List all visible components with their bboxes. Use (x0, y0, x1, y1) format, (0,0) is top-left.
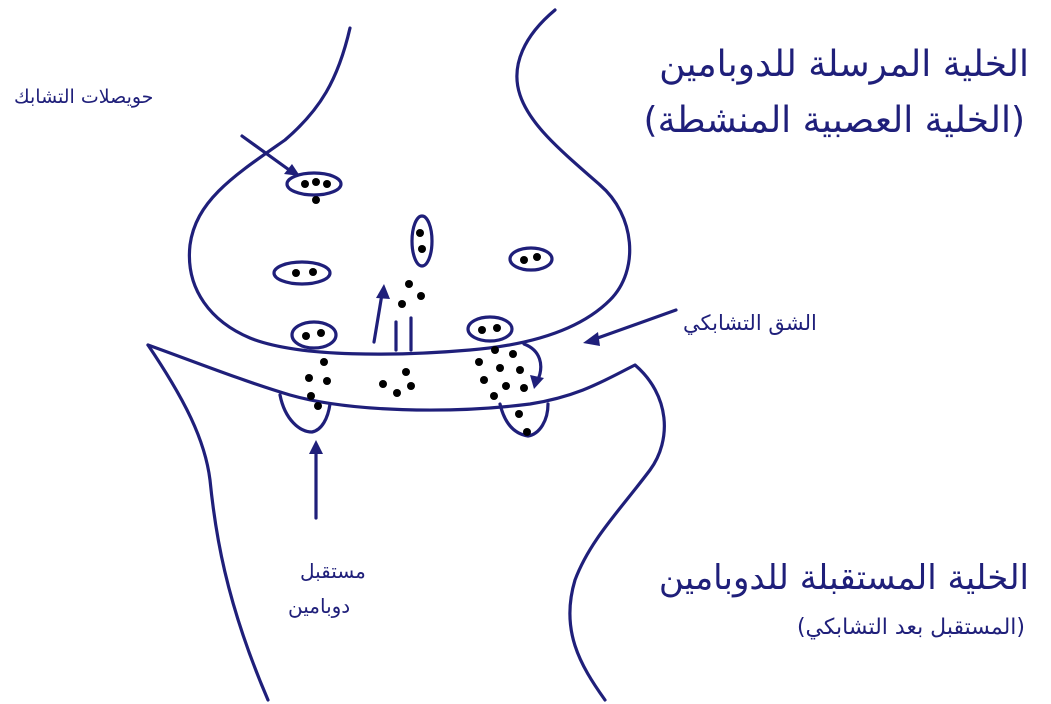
synaptic-cleft-label: الشق التشابكي (683, 311, 817, 335)
neurotransmitter-dot (302, 332, 310, 340)
neurotransmitter-dot (312, 196, 320, 204)
receptor-label-line2: دوبامين (288, 594, 350, 618)
neurotransmitter-dot (502, 382, 510, 390)
neurotransmitter-dot (305, 374, 313, 382)
postsynaptic-membrane (148, 345, 664, 700)
neurotransmitter-dot (323, 377, 331, 385)
presynaptic-title: الخلية المرسلة للدوبامين (659, 44, 1029, 85)
postsynaptic-membrane-left (148, 345, 268, 700)
synaptic-vesicle (292, 322, 336, 348)
arrow-reuptake (374, 294, 382, 342)
neurotransmitter-dot (307, 392, 315, 400)
neurotransmitter-dot (393, 389, 401, 397)
neurotransmitter-dot (520, 384, 528, 392)
neurotransmitter-dot (509, 350, 517, 358)
arrow-head-curved (530, 375, 544, 389)
neurotransmitter-dot (301, 180, 309, 188)
neurotransmitter-dot (533, 253, 541, 261)
neurotransmitter-dot (475, 358, 483, 366)
neurotransmitter-dot (398, 300, 406, 308)
neurotransmitter-dot (520, 256, 528, 264)
neurotransmitter-dot (515, 410, 523, 418)
neurotransmitter-dot (314, 402, 322, 410)
arrow-head-reuptake (376, 284, 390, 299)
arrow-cleft (592, 310, 676, 340)
postsynaptic-title: الخلية المستقبلة للدوبامين (659, 558, 1029, 598)
neurotransmitter-dot (417, 292, 425, 300)
neurotransmitter-dot (418, 245, 426, 253)
neurotransmitter-dot (416, 229, 424, 237)
vesicles-label: حويصلات التشابك (14, 86, 153, 108)
neurotransmitter-dot (323, 180, 331, 188)
neurotransmitter-dot (496, 364, 504, 372)
neurotransmitter-dot (292, 269, 300, 277)
neurotransmitter-dot (523, 428, 531, 436)
arrow-head-cleft (583, 332, 600, 346)
neurotransmitter-dot (490, 392, 498, 400)
neurotransmitter-dot (480, 376, 488, 384)
neurotransmitter-dot (317, 329, 325, 337)
neurotransmitter-dot (320, 358, 328, 366)
presynaptic-membrane (189, 10, 629, 354)
receptor-label-line1: مستقبل (300, 559, 366, 583)
neurotransmitter-dot (491, 346, 499, 354)
synaptic-vesicle (412, 216, 432, 266)
neurotransmitter-dot (407, 382, 415, 390)
presynaptic-subtitle: (الخلية العصبية المنشطة) (644, 100, 1025, 141)
receptor-pocket-left (280, 395, 330, 432)
neurotransmitter-dot (478, 326, 486, 334)
neurotransmitter-dot (309, 268, 317, 276)
arrow-head-receptor (309, 440, 323, 454)
neurotransmitter-dot (493, 324, 501, 332)
neurotransmitter-dot (402, 368, 410, 376)
synaptic-vesicle (468, 317, 512, 341)
arrow-head-vesicles (284, 164, 300, 176)
synaptic-vesicle (274, 262, 330, 284)
neurotransmitter-dot (516, 366, 524, 374)
synaptic-vesicle (510, 248, 552, 270)
neurotransmitter-dot (312, 178, 320, 186)
neurotransmitter-dot (405, 280, 413, 288)
neurotransmitter-dot (379, 380, 387, 388)
postsynaptic-subtitle: (المستقبل بعد التشابكي) (797, 615, 1025, 640)
